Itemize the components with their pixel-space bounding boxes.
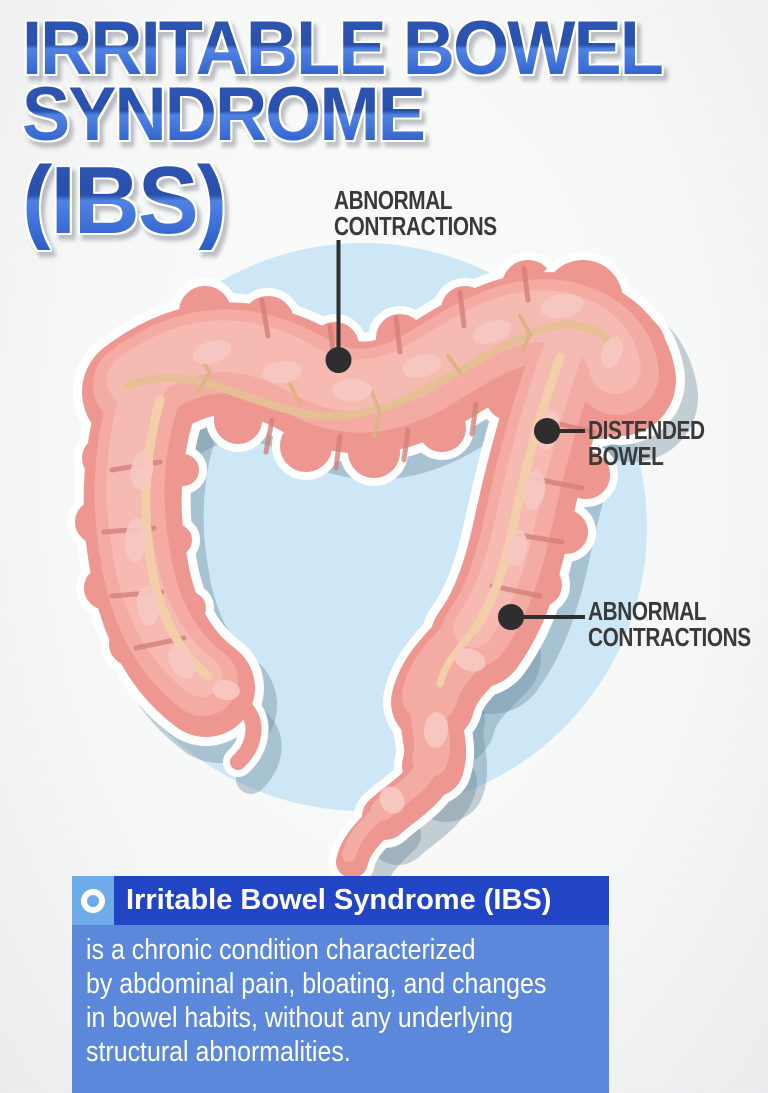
pointers [325,240,585,630]
highlights [124,293,623,814]
pointer-dot-distended [534,418,560,444]
page-title: IRRITABLE BOWEL SYNDROME (IBS) [22,6,696,250]
infobox-header: Irritable Bowel Syndrome (IBS) [72,876,609,925]
infobox-heading: Irritable Bowel Syndrome (IBS) [114,876,609,925]
haustra-creases [101,265,597,651]
ring-icon [81,888,105,913]
label-abnormal-contractions-right: ABNORMAL CONTRACTIONS [588,596,751,652]
pointer-dot-abnormal-top [325,347,352,373]
infobox-body-text: is a chronic condition characterized by … [86,934,547,1068]
label-abnormal-contractions-top: ABNORMAL CONTRACTIONS [334,185,497,241]
title-line-1: IRRITABLE BOWEL [22,6,664,91]
infobox-bullet-cell [72,876,114,925]
infobox-body: is a chronic condition characterized by … [72,925,609,1093]
pointer-dot-abnormal-right [498,604,524,630]
title-line-3: (IBS) [22,152,662,250]
title-line-2: SYNDROME [22,77,662,153]
label-distended-bowel: DISTENDED BOWEL [588,415,705,471]
infobox: Irritable Bowel Syndrome (IBS) is a chro… [72,876,609,1093]
